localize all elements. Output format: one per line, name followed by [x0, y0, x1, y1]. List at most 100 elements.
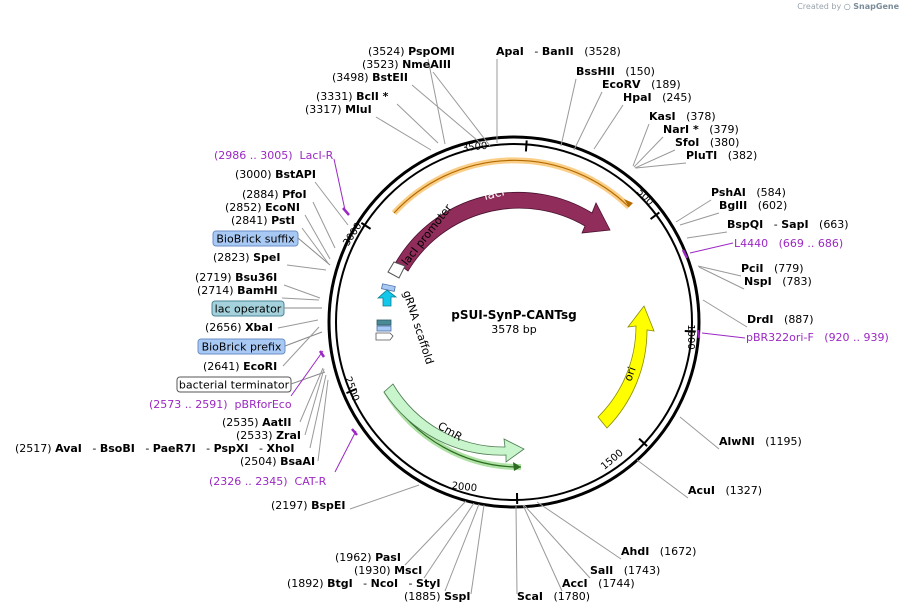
site-label: (1892) BtgI - NcoI - StyI: [287, 577, 440, 590]
primer-binding-mark: [342, 207, 350, 216]
site-enzyme-name: EcoRV: [602, 78, 641, 91]
feature-lacI-outline-arrowhead: [624, 199, 633, 207]
restriction-site: NarI * (379): [633, 123, 739, 168]
restriction-site: (2823) SpeI: [213, 251, 327, 271]
restriction-site: KasI (378): [632, 110, 716, 167]
site-enzyme-name: PluTI: [686, 149, 717, 162]
primer-site: (2573 .. 2591) pBRforEco: [149, 350, 326, 411]
site-leader-line: [299, 367, 324, 423]
site-label: AcuI (1327): [688, 484, 762, 497]
site-label: BssHII (150): [576, 65, 655, 78]
site-leader-line: [634, 149, 676, 169]
primer-label-part: (920 .. 939): [814, 331, 889, 344]
restriction-site: (2197) BspEI: [271, 484, 420, 512]
primer-leader-line: [290, 350, 324, 397]
site-label: PshAI (584): [711, 186, 786, 199]
primer-label: L4440 (669 .. 686): [734, 237, 843, 250]
site-position: (150): [615, 65, 655, 78]
feature-xbaI-block: [376, 319, 392, 326]
site-enzyme-name: MluI: [345, 103, 372, 116]
site-leader-line: [632, 123, 650, 167]
primer-site: L4440 (669 .. 686): [681, 237, 843, 259]
site-leader-line: [523, 504, 591, 579]
site-leader-line: [349, 484, 420, 510]
site-leader-line: [301, 227, 329, 264]
primer-label: (2986 .. 3005) LacI-R: [214, 149, 334, 162]
site-label: ScaI (1780): [517, 590, 590, 603]
site-enzyme-name: SalI: [590, 564, 613, 577]
primer-leader-line: [701, 332, 746, 339]
site-enzyme-name: AcuI: [688, 484, 715, 497]
site-label: AhdI (1672): [621, 545, 696, 558]
site-leader-line: [536, 501, 622, 560]
site-position: (2841): [231, 214, 271, 227]
restriction-site: (1962) PasI: [335, 500, 467, 566]
site-leader-line: [317, 379, 329, 462]
restriction-site: (3498) BstEII: [332, 71, 485, 147]
restriction-site: BssHII (150): [560, 65, 655, 147]
restriction-site: EcoRV (189): [573, 78, 681, 151]
feature-lacI-outline-line: [393, 159, 630, 214]
site-label: SfoI (380): [675, 136, 739, 149]
feature-lac-operator-arrow: [376, 289, 398, 307]
tick-label: 1500: [599, 448, 626, 473]
restriction-site: (2504) BsaAI: [240, 379, 329, 468]
tick-mark: [360, 222, 372, 230]
feature-box-frame: [176, 376, 292, 393]
site-enzyme-name: NcoI: [371, 577, 398, 590]
restriction-site: HpaI (245): [593, 91, 692, 150]
site-position: (2517): [15, 442, 55, 455]
restriction-site: (2841) PstI: [231, 214, 329, 264]
feature-box-label: BioBrick suffix: [216, 233, 295, 246]
restriction-site: (3523) NmeAIII: [362, 58, 491, 147]
site-enzyme-name: BstEII: [372, 71, 408, 84]
primer-label-part: LacI-R: [293, 149, 334, 162]
site-position: (602): [747, 199, 787, 212]
site-enzyme-name: PspOMI: [408, 45, 455, 58]
site-enzyme-name: AhdI: [621, 545, 649, 558]
site-leader-line: [309, 374, 327, 449]
feature-box-connector: [297, 237, 331, 266]
site-enzyme-name: SapI: [781, 218, 808, 231]
site-leader-line: [396, 103, 439, 144]
site-label: BglII (602): [719, 199, 787, 212]
restriction-site: (2641) EcoRI: [203, 326, 320, 373]
primer-label-part: (2986 .. 3005): [214, 149, 293, 162]
site-enzyme-name: BstAPI: [275, 168, 316, 181]
primer-label-part: CAT-R: [288, 475, 327, 488]
site-label: (3317) MluI: [305, 103, 372, 116]
site-label: (2884) PfoI: [242, 188, 307, 201]
primer-label-part: (2326 .. 2345): [209, 475, 288, 488]
site-label: (3524) PspOMI: [368, 45, 455, 58]
site-position: (887): [774, 313, 814, 326]
backbone-inner-ring: [335, 143, 693, 501]
site-enzyme-name: PshAI: [711, 186, 746, 199]
site-enzyme-name: PaeR7I: [153, 442, 196, 455]
site-leader-line: [522, 504, 563, 592]
tick-mark: [649, 211, 660, 220]
feature-biobrick-prefix-block: [376, 325, 392, 332]
feature-box: BioBrick prefix: [197, 338, 286, 355]
site-position: (783): [772, 275, 812, 288]
restriction-site: BglII (602): [679, 199, 787, 226]
site-leader-line: [702, 299, 748, 328]
tick-label: 1000: [685, 324, 696, 349]
restriction-site: PshAI (584): [675, 186, 786, 223]
site-label: NspI (783): [744, 275, 812, 288]
site-label: NarI * (379): [663, 123, 739, 136]
primer-leader-line: [333, 158, 346, 211]
feature-biobrick-suffix-block: [381, 283, 396, 292]
primer-leader-line: [689, 242, 734, 254]
primer-site: (2326 .. 2345) CAT-R: [209, 428, 358, 488]
feature-box-label: lac operator: [215, 303, 282, 316]
site-leader-line: [635, 162, 687, 169]
site-enzyme-name: BsaAI: [280, 455, 315, 468]
site-leader-line: [375, 116, 432, 151]
restriction-site: PluTI (382): [635, 149, 757, 169]
site-enzyme-name: BclI *: [356, 90, 389, 103]
site-label: (2197) BspEI: [271, 499, 346, 512]
site-leader-line: [470, 504, 485, 595]
